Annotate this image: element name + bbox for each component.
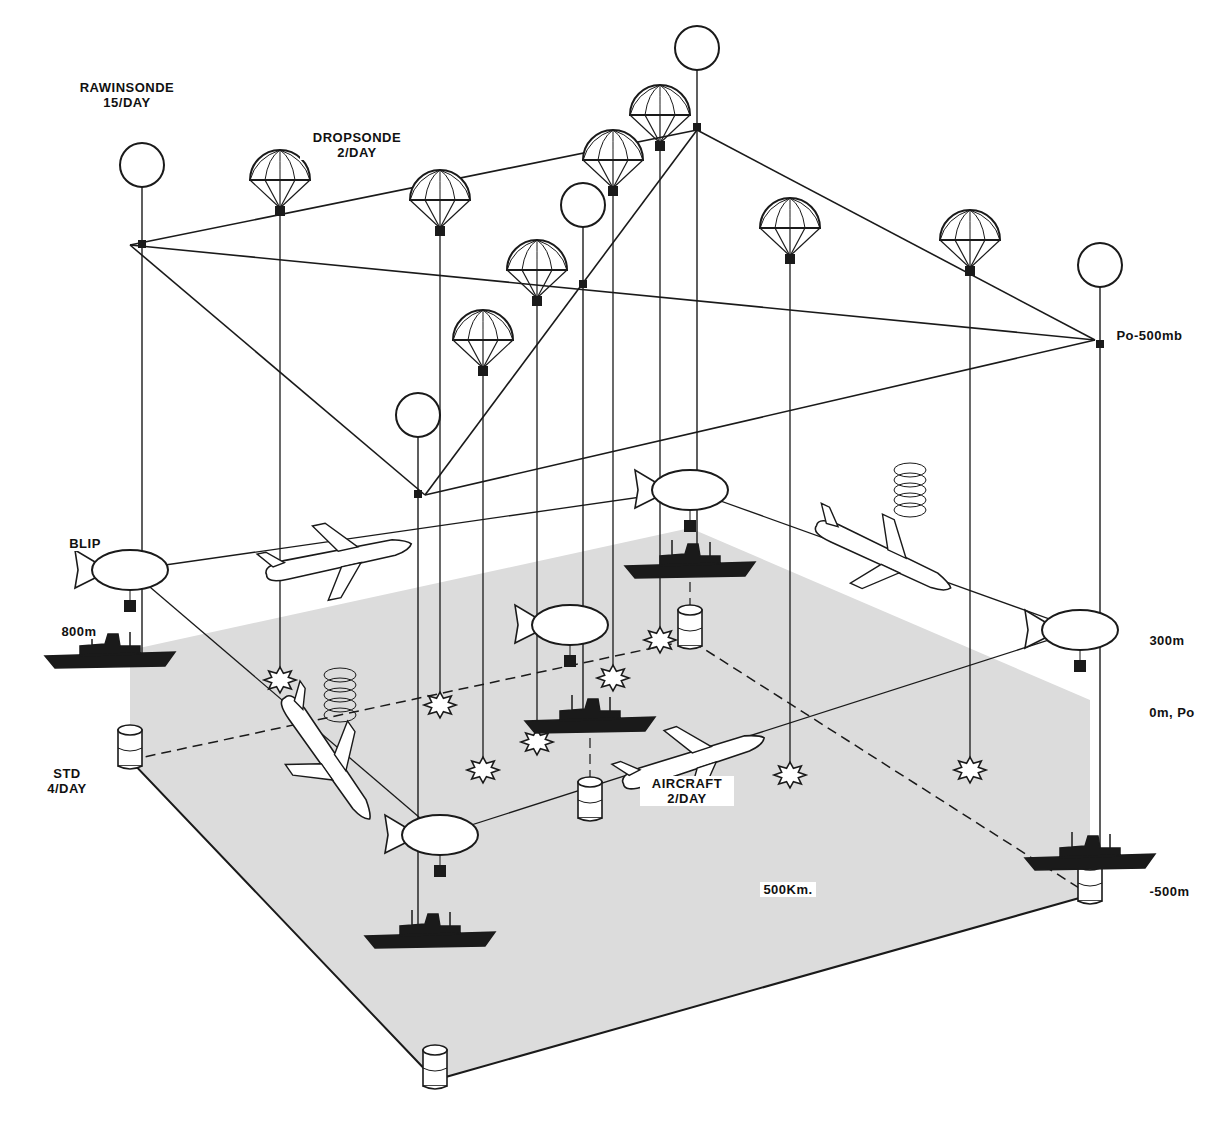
ship-silhouette [625, 540, 755, 578]
bottom-plane-hidden-edge [130, 640, 1090, 895]
annotation-label: 300m [1146, 633, 1188, 648]
annotation-label: 0m, Po [1146, 705, 1198, 720]
aircraft-spiral-pattern [324, 708, 356, 722]
blimp [515, 605, 608, 667]
splash-mark [597, 665, 629, 691]
pressure-level-line [697, 130, 1095, 340]
rawinsonde-balloon [396, 393, 440, 437]
annotation-label: Po-500mb [1113, 328, 1186, 343]
blimp [635, 470, 728, 532]
blimp-track-line [440, 630, 1080, 835]
blimp [1025, 610, 1118, 672]
blimp [75, 550, 168, 612]
blimp [385, 815, 478, 877]
dropsonde-parachute [250, 150, 310, 670]
annotation-label: BLIP [66, 536, 104, 551]
pressure-level-line [425, 340, 1095, 495]
bottom-plane-edge [130, 760, 1090, 1080]
splash-mark [424, 692, 456, 718]
sonde-line [1099, 287, 1100, 860]
dropsonde-parachute [760, 198, 820, 765]
annotation-label: 800m [58, 624, 100, 639]
std-cast-cylinder [578, 777, 602, 821]
splash-mark [264, 667, 296, 693]
splash-mark [644, 627, 676, 653]
rawinsonde-balloon [1078, 243, 1122, 287]
aircraft-spiral-pattern [894, 503, 926, 517]
rawinsonde-package [138, 240, 146, 248]
rawinsonde-package [1096, 340, 1104, 348]
blimp-track-line [130, 490, 690, 570]
pressure-level-line [130, 245, 425, 495]
aircraft [796, 489, 967, 623]
blimp-track-line [690, 490, 1080, 630]
dropsonde-parachute [453, 310, 513, 760]
annotation-label: STD 4/DAY [40, 766, 94, 796]
splash-mark [467, 757, 499, 783]
ship-silhouette [365, 910, 495, 948]
dropsonde-parachute [940, 210, 1000, 760]
rawinsonde-package [693, 123, 701, 131]
aircraft [607, 702, 776, 822]
annotation-label: -500m [1146, 884, 1193, 899]
rawinsonde-package [579, 280, 587, 288]
rawinsonde-package [414, 490, 422, 498]
rawinsonde-balloon [120, 143, 164, 187]
std-cast-cylinder [118, 725, 142, 769]
annotation-label: 500Km. [760, 882, 816, 897]
ship-silhouette [1025, 832, 1155, 870]
std-cast-cylinder [678, 605, 702, 649]
dropsonde-parachute [630, 85, 690, 630]
sonde-line [582, 227, 583, 725]
annotation-label: AIRCRAFT 2/DAY [640, 776, 734, 806]
ocean-surface-shading [130, 528, 1090, 1080]
blimp-track-line [130, 570, 440, 835]
dropsonde-parachute [507, 240, 567, 732]
annotation-label: DROPSONDE 2/DAY [300, 130, 414, 160]
pressure-level-line [130, 130, 697, 245]
annotation-label: RAWINSONDE 15/DAY [70, 80, 184, 110]
ship-silhouette [525, 695, 655, 733]
dropsonde-parachute [410, 170, 470, 695]
aircraft [251, 672, 401, 841]
aircraft [254, 507, 419, 613]
splash-mark [954, 757, 986, 783]
dropsonde-parachute [583, 130, 643, 668]
rawinsonde-balloon [561, 183, 605, 227]
rawinsonde-balloon [675, 26, 719, 70]
std-cast-cylinder [423, 1045, 447, 1089]
splash-mark [774, 762, 806, 788]
sonde-line [417, 437, 418, 940]
